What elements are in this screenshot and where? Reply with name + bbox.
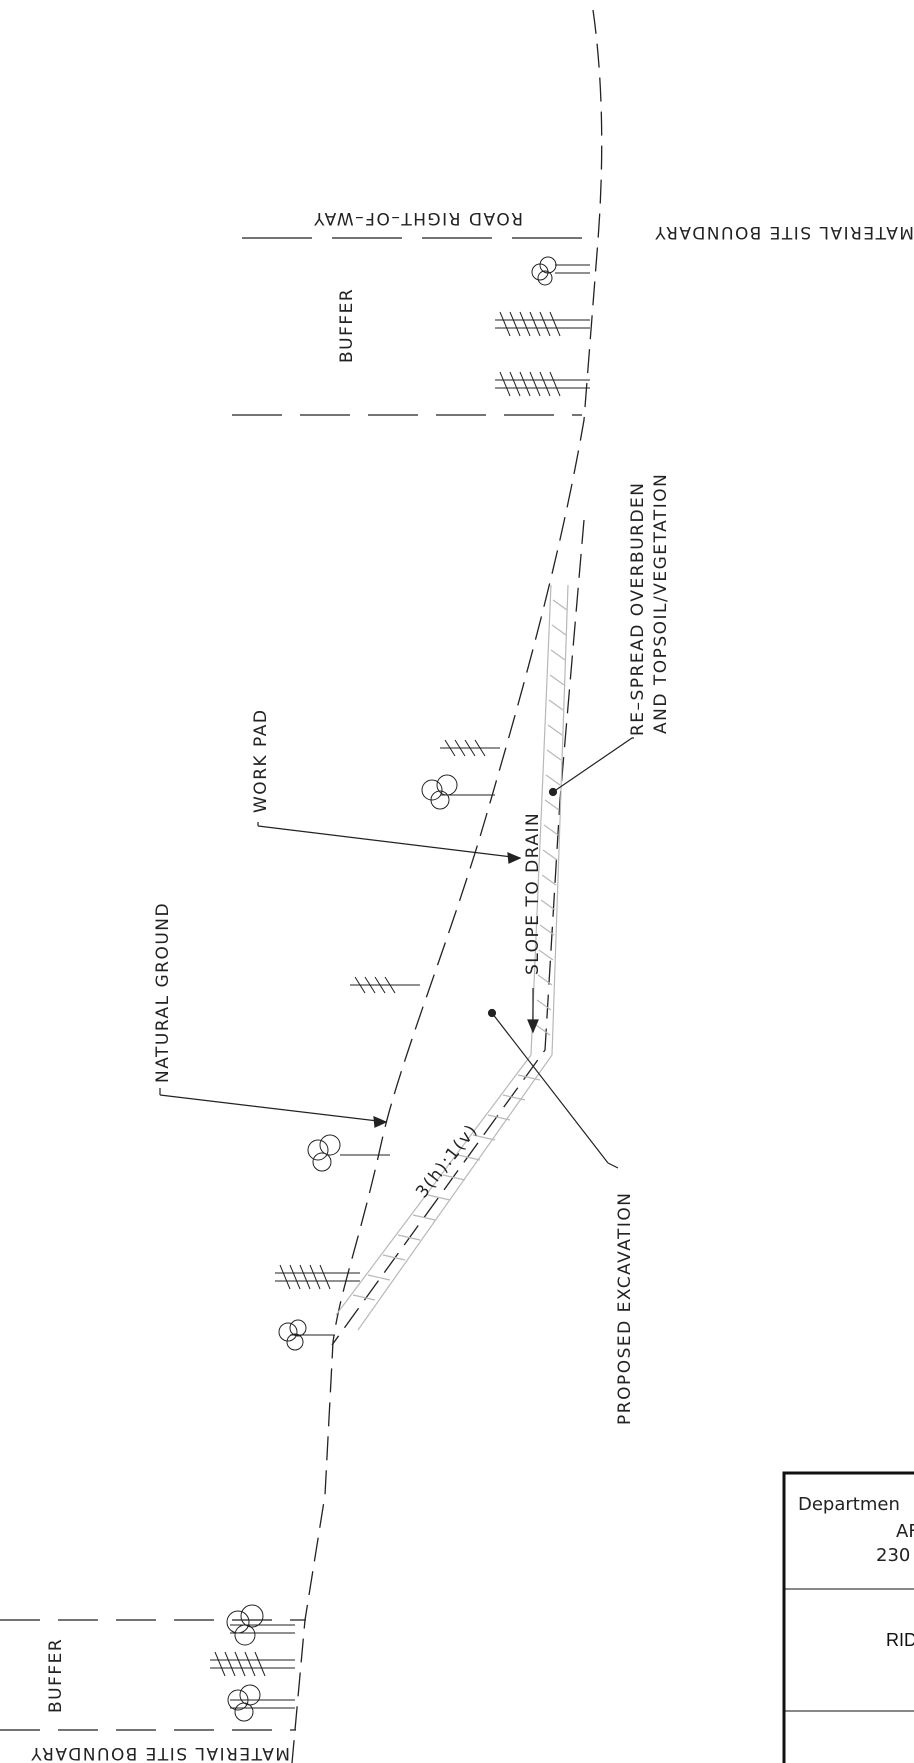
slope-ratio-label: 3(h):1(v) [412, 1120, 482, 1202]
proposed-excavation-label: PROPOSED EXCAVATION [615, 1191, 635, 1425]
tree-icon [350, 976, 420, 994]
row-boundary-top [232, 237, 592, 416]
tree-icon [307, 1134, 390, 1172]
tree-icon [275, 1264, 360, 1290]
title-block: Departmen AF 230 RID [782, 1471, 914, 1763]
row-boundary-bottom [0, 1619, 306, 1731]
road-right-of-way-label: ROAD RIGHT–OF–WAY [313, 208, 523, 228]
tree-icon [421, 774, 495, 810]
title-block-line1: Departmen [798, 1494, 900, 1515]
respread-label-line1: RE–SPREAD OVERBURDEN [628, 481, 648, 736]
natural-ground-profile [291, 9, 603, 1763]
tree-icon [278, 1319, 335, 1351]
tree-icon [531, 256, 590, 286]
tree-icon [227, 1684, 295, 1722]
tree-icon [495, 371, 590, 397]
natural-ground-label: NATURAL GROUND [153, 902, 173, 1083]
title-block-line3: 230 [876, 1545, 910, 1566]
buffer-bottom-label: BUFFER [46, 1638, 66, 1713]
material-site-boundary-bottom-label: MATERIAL SITE BOUNDARY [30, 1743, 290, 1763]
leader-lines [159, 737, 634, 1169]
tree-icon [226, 1604, 295, 1646]
work-pad-label: WORK PAD [251, 709, 271, 813]
title-block-line4: RID [886, 1630, 914, 1650]
tree-icon [495, 311, 590, 337]
respread-label-line2: AND TOPSOIL/VEGETATION [651, 473, 671, 734]
tree-icon [210, 1651, 295, 1677]
title-block-line2: AF [896, 1521, 914, 1542]
material-site-boundary-top-label: MATERIAL SITE BOUNDARY [654, 222, 914, 242]
respread-hatch [335, 584, 569, 1331]
buffer-top-label: BUFFER [337, 288, 357, 363]
tree-icon [440, 739, 500, 757]
tree-icons [210, 256, 590, 1722]
excavation-outline [331, 519, 585, 1346]
slope-to-drain-label: SLOPE TO DRAIN [523, 812, 543, 975]
